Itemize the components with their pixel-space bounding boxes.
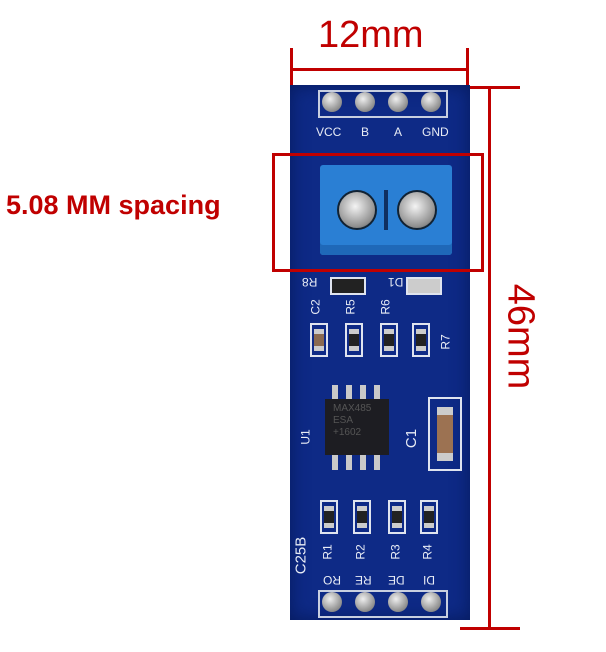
capacitor-c1 (428, 397, 462, 471)
label-r7: R7 (438, 334, 453, 350)
height-dimension-label: 46mm (499, 283, 542, 390)
resistor-r6 (380, 323, 398, 357)
screw-terminal-2[interactable] (397, 190, 437, 230)
label-r5: R5 (343, 299, 358, 315)
width-dimension-line (292, 68, 468, 71)
ic-marking-line2: ESA (333, 415, 354, 426)
ic-marking-line3: +1602 (333, 427, 362, 438)
label-a: A (394, 125, 403, 139)
resistor-r2 (353, 500, 371, 534)
led-d1 (406, 277, 442, 295)
label-r6: R6 (378, 299, 393, 315)
height-tick-bottom (460, 627, 520, 630)
top-header-outline (318, 90, 448, 118)
pin-de (388, 592, 408, 612)
screw-terminal-block (320, 165, 452, 255)
ic-max485: MAX485 ESA +1602 (325, 399, 389, 455)
pin-vcc (322, 92, 342, 112)
height-tick-top (470, 86, 520, 89)
resistor-r8 (330, 277, 366, 295)
label-gnd: GND (422, 125, 449, 139)
label-de: DE (388, 573, 405, 587)
label-r1: R1 (320, 544, 335, 560)
resistor-r1 (320, 500, 338, 534)
label-di: DI (423, 573, 435, 587)
resistor-r7 (412, 323, 430, 357)
spacing-label: 5.08 MM spacing (6, 190, 221, 220)
label-re: RE (355, 573, 372, 587)
label-c2: C2 (308, 299, 323, 315)
spacing-highlight-box (272, 153, 484, 272)
label-b: B (361, 125, 370, 139)
pin-re (355, 592, 375, 612)
label-r3: R3 (388, 544, 403, 560)
max485-module-board: VCC B A GND R8 D1 C2 R5 R6 R7 MAX485 ESA… (290, 85, 470, 620)
pin-ro (322, 592, 342, 612)
pin-gnd (421, 92, 441, 112)
resistor-r5 (345, 323, 363, 357)
label-ro: RO (323, 573, 341, 587)
bottom-header-outline (318, 590, 448, 618)
label-vcc: VCC (316, 125, 342, 139)
board-id-label: C25B (292, 536, 310, 575)
resistor-r4 (420, 500, 438, 534)
pin-b (355, 92, 375, 112)
height-dimension-line (488, 87, 491, 628)
label-d1: D1 (388, 275, 404, 289)
pin-a (388, 92, 408, 112)
capacitor-c2 (310, 323, 328, 357)
label-r8: R8 (302, 275, 318, 289)
label-c1: C1 (403, 428, 421, 449)
label-u1: U1 (298, 429, 313, 445)
width-tick-right (466, 48, 469, 88)
resistor-r3 (388, 500, 406, 534)
screw-terminal-1[interactable] (337, 190, 377, 230)
label-r4: R4 (420, 544, 435, 560)
ic-marking-line1: MAX485 (333, 403, 372, 414)
label-r2: R2 (353, 544, 368, 560)
pin-di (421, 592, 441, 612)
width-tick-left (290, 48, 293, 88)
width-dimension-label: 12mm (318, 14, 424, 56)
